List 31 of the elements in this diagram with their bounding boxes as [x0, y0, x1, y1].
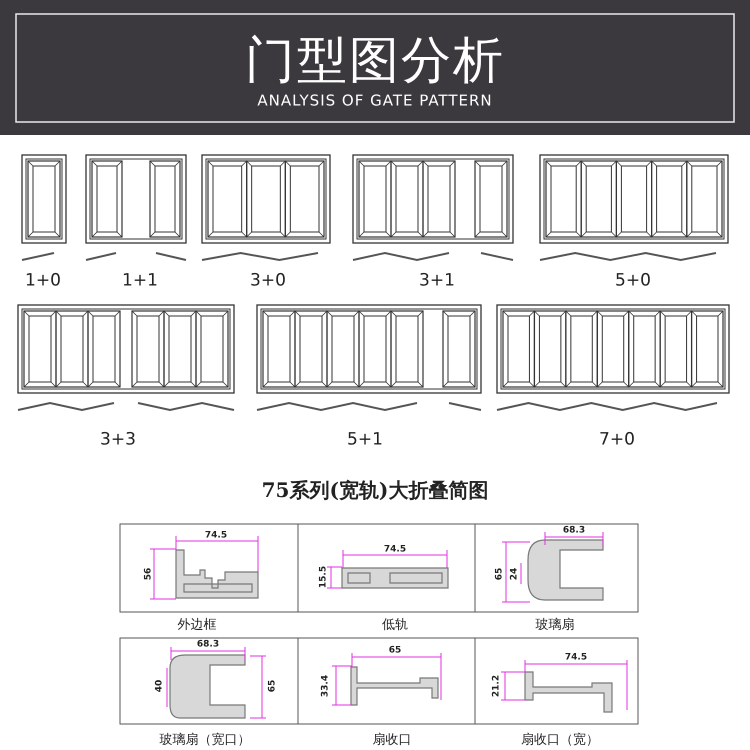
- door-type-label: 7+0: [599, 432, 635, 448]
- dimension-label: 74.5: [384, 546, 406, 554]
- door-type-label: 3+3: [100, 432, 136, 448]
- door-type-label: 3+1: [419, 272, 455, 290]
- door-type-label: 1+0: [25, 272, 61, 290]
- dimension-label: 21.2: [492, 674, 502, 698]
- dimension-label: 15.5: [320, 566, 328, 588]
- dimension-label: 56: [144, 568, 154, 580]
- door-type-label: 5+0: [615, 272, 651, 290]
- dimension-label: 68.3: [196, 640, 220, 650]
- profile-caption: 玻璃扇（宽口）: [160, 734, 250, 746]
- dimension-label: 65: [268, 680, 278, 692]
- profile-caption: 外边框: [178, 618, 216, 632]
- door-type-label: 5+1: [347, 432, 383, 448]
- section-heading: 75系列(宽轨)大折叠简图: [262, 480, 488, 500]
- subtitle: ANALYSIS OF GATE PATTERN: [257, 94, 493, 108]
- dimension-label: 68.3: [562, 526, 586, 536]
- door-type-label: 1+1: [122, 272, 158, 290]
- page-title: 门型图分析: [245, 35, 505, 85]
- dimension-label: 24: [510, 568, 520, 580]
- profile-caption: 扇收口: [372, 734, 412, 746]
- profile-caption: 低轨: [382, 618, 408, 632]
- profile-caption: 玻璃扇: [536, 618, 574, 632]
- dimension-label: 65: [496, 568, 504, 580]
- door-type-label: 3+0: [250, 272, 286, 290]
- dimension-label: 74.5: [204, 532, 228, 540]
- dimension-label: 33.4: [322, 674, 330, 698]
- dimension-label: 65: [388, 646, 402, 656]
- dimension-label: 74.5: [564, 654, 588, 662]
- dimension-label: 40: [156, 680, 164, 692]
- profile-caption: 扇收口（宽）: [521, 734, 599, 746]
